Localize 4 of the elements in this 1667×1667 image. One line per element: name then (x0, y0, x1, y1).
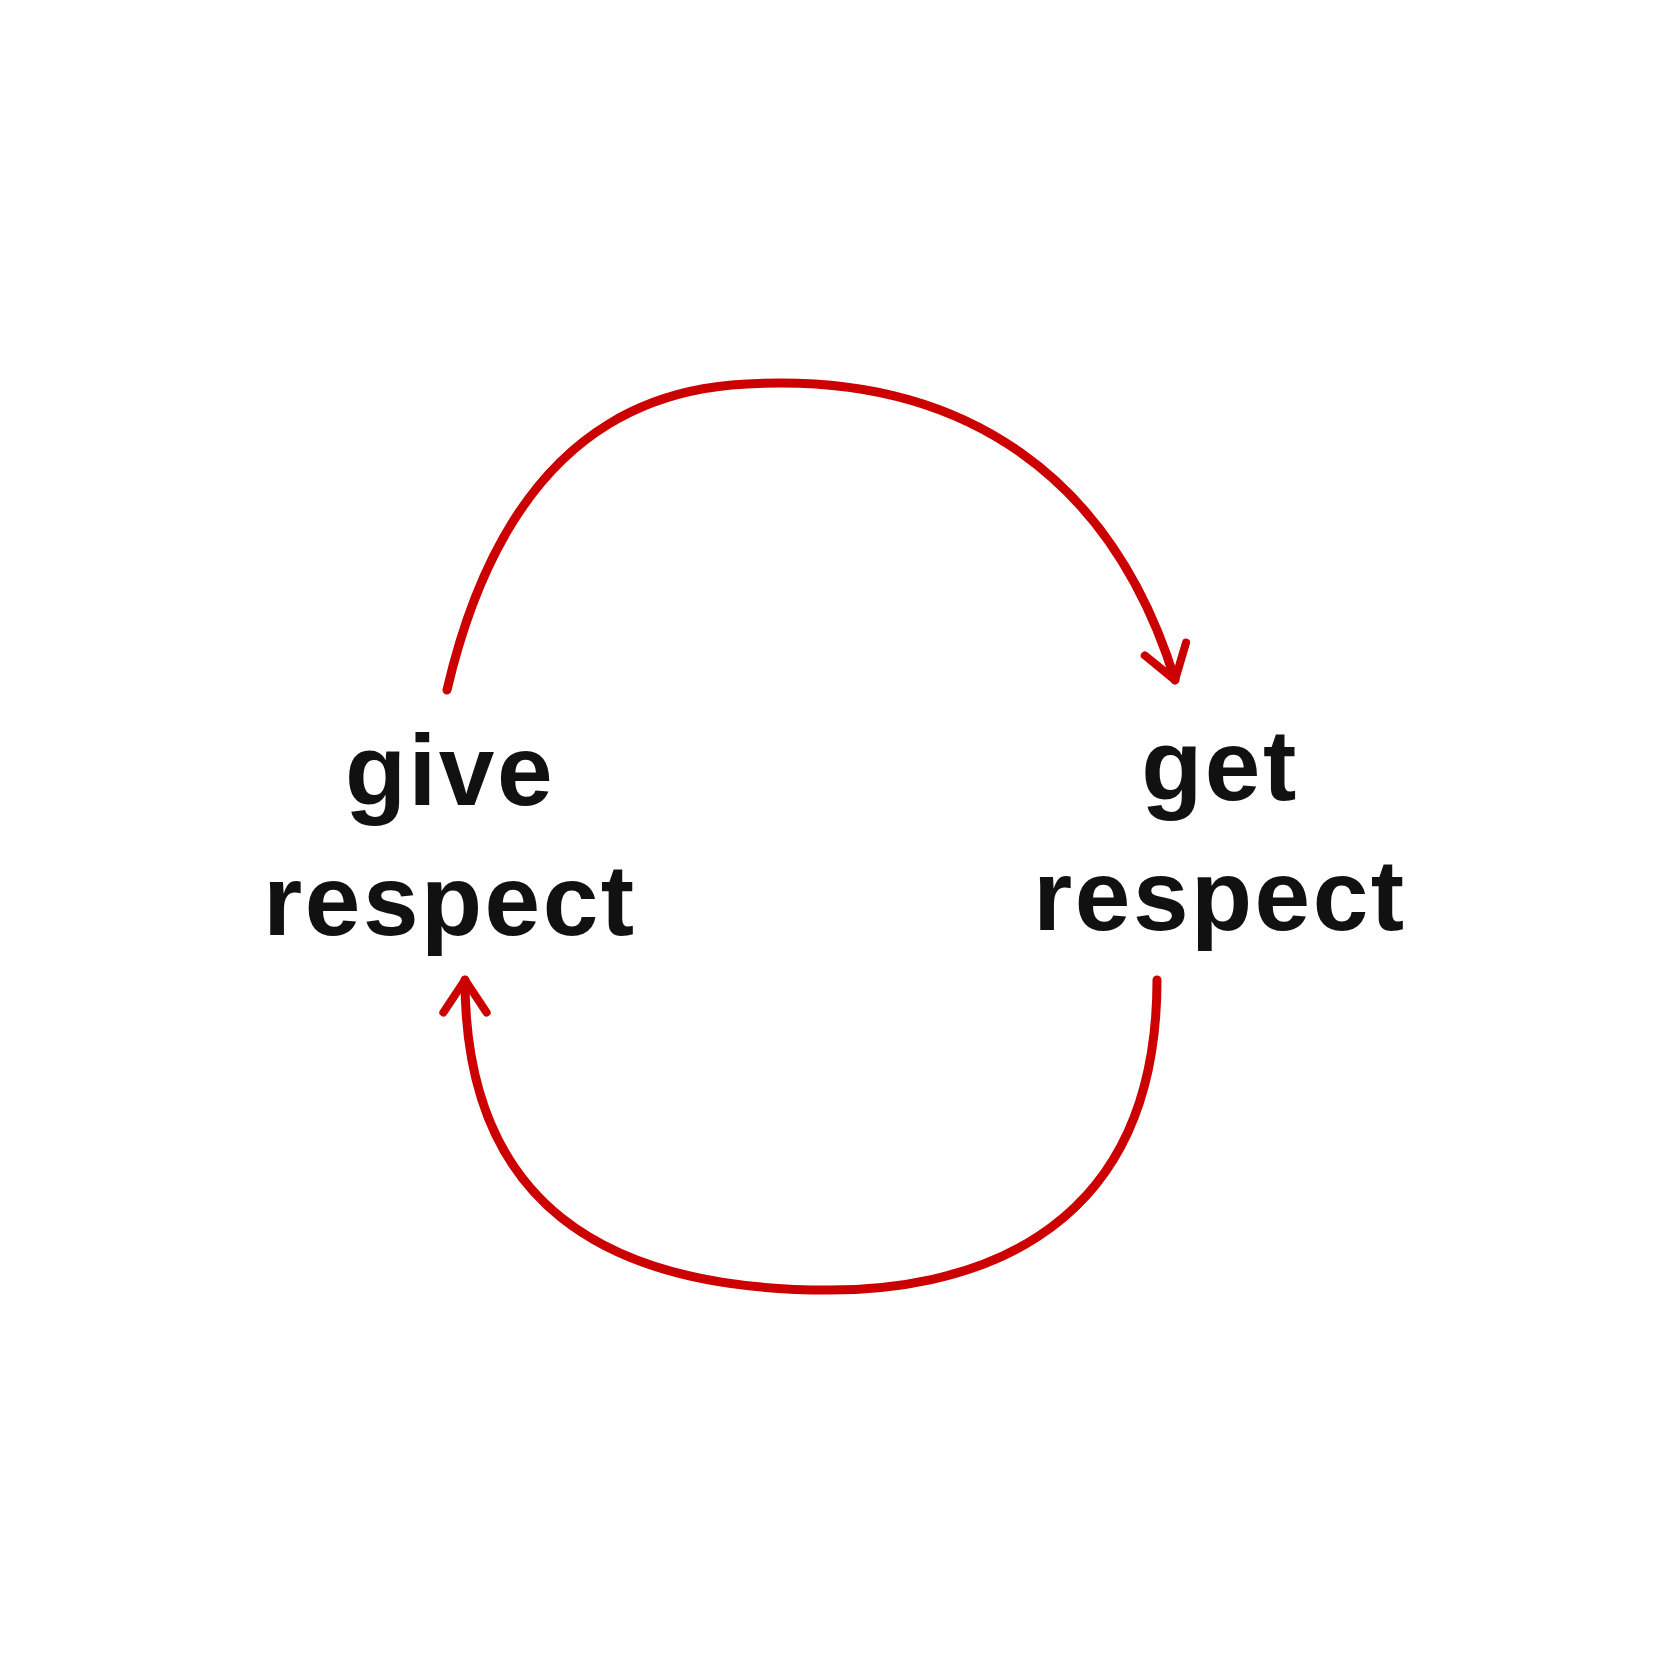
curved-arrow (441, 975, 1162, 1295)
node-label: give respect (262, 713, 638, 958)
node-label: get respect (1032, 708, 1408, 953)
curved-arrow (442, 378, 1189, 695)
